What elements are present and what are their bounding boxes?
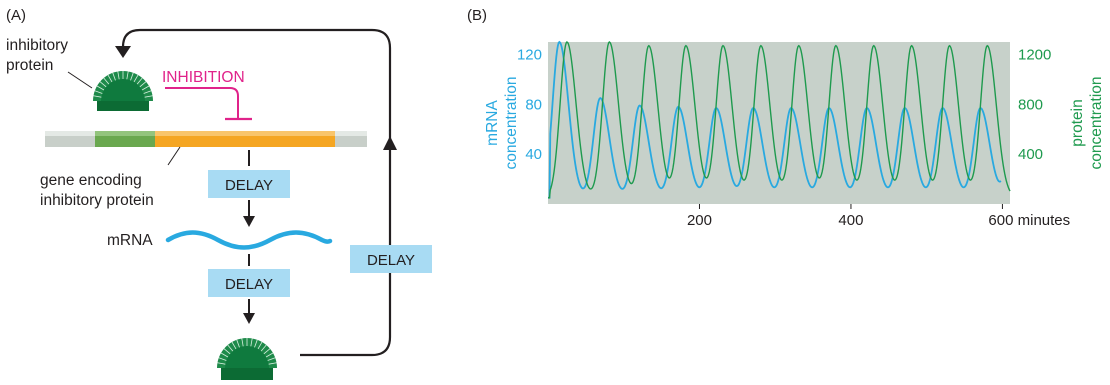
y-left-title-line1: mRNA — [484, 100, 501, 146]
y-left-tick-label: 80 — [525, 96, 542, 113]
x-ticks: 200 400 600 minutes — [687, 204, 1070, 229]
mrna-label: mRNA — [107, 232, 153, 249]
delay-box-1 — [208, 170, 290, 198]
inhibitory-protein-label-line1: inhibitory — [6, 37, 68, 54]
delay-label-3: DELAY — [367, 252, 415, 269]
feedback-up-arrowhead-icon — [383, 136, 397, 150]
flow-arrowhead-1-icon — [243, 216, 255, 227]
y-right-title-line1: protein — [1069, 99, 1086, 146]
x-tick-label: 200 — [687, 212, 712, 229]
panel-a: (A) inhibitory protein INHIBITION — [6, 7, 432, 380]
mrna-series — [548, 40, 1002, 199]
mrna-line — [548, 40, 1002, 199]
panel-b: (B) mRNA concentration protein concentra… — [467, 7, 1105, 229]
y-right-title-line2: concentration — [1088, 76, 1105, 169]
x-tick-label: 400 — [838, 212, 863, 229]
y-left-title-line2: concentration — [503, 76, 520, 169]
delay-box-2 — [208, 269, 290, 297]
panel-b-label: (B) — [467, 7, 487, 24]
synthesized-protein-icon — [217, 338, 277, 380]
gene-label-line1: gene encoding — [40, 172, 142, 189]
mrna-wave-icon — [165, 230, 333, 250]
y-right-tick-label: 1200 — [1018, 46, 1051, 63]
gene-pointer-line — [167, 146, 181, 166]
protein-series — [548, 41, 1011, 199]
gene-bar — [45, 131, 367, 147]
delay-label-1: DELAY — [225, 177, 273, 194]
inhibition-line — [165, 87, 239, 118]
protein-line — [548, 41, 1011, 199]
feedback-loop-line — [121, 28, 392, 357]
flow-arrowhead-2-icon — [243, 313, 255, 324]
panel-a-label: (A) — [6, 7, 26, 24]
inhibitory-protein-icon — [93, 71, 153, 111]
delay-box-3 — [350, 245, 432, 273]
y-right-ticks: 400 800 1200 — [1018, 46, 1051, 163]
y-left-ticks: 40 80 120 — [517, 46, 542, 163]
inhibition-label: INHIBITION — [162, 69, 245, 86]
x-tick-label: 600 minutes — [988, 212, 1070, 229]
protein-pointer-line — [67, 71, 93, 89]
gene-label-line2: inhibitory protein — [40, 192, 154, 209]
y-right-tick-label: 800 — [1018, 96, 1043, 113]
inhibitory-protein-label-line2: protein — [6, 57, 53, 74]
y-left-tick-label: 120 — [517, 46, 542, 63]
delay-label-2: DELAY — [225, 276, 273, 293]
y-left-tick-label: 40 — [525, 146, 542, 163]
feedback-arrowhead-icon — [115, 46, 131, 58]
y-right-tick-label: 400 — [1018, 146, 1043, 163]
